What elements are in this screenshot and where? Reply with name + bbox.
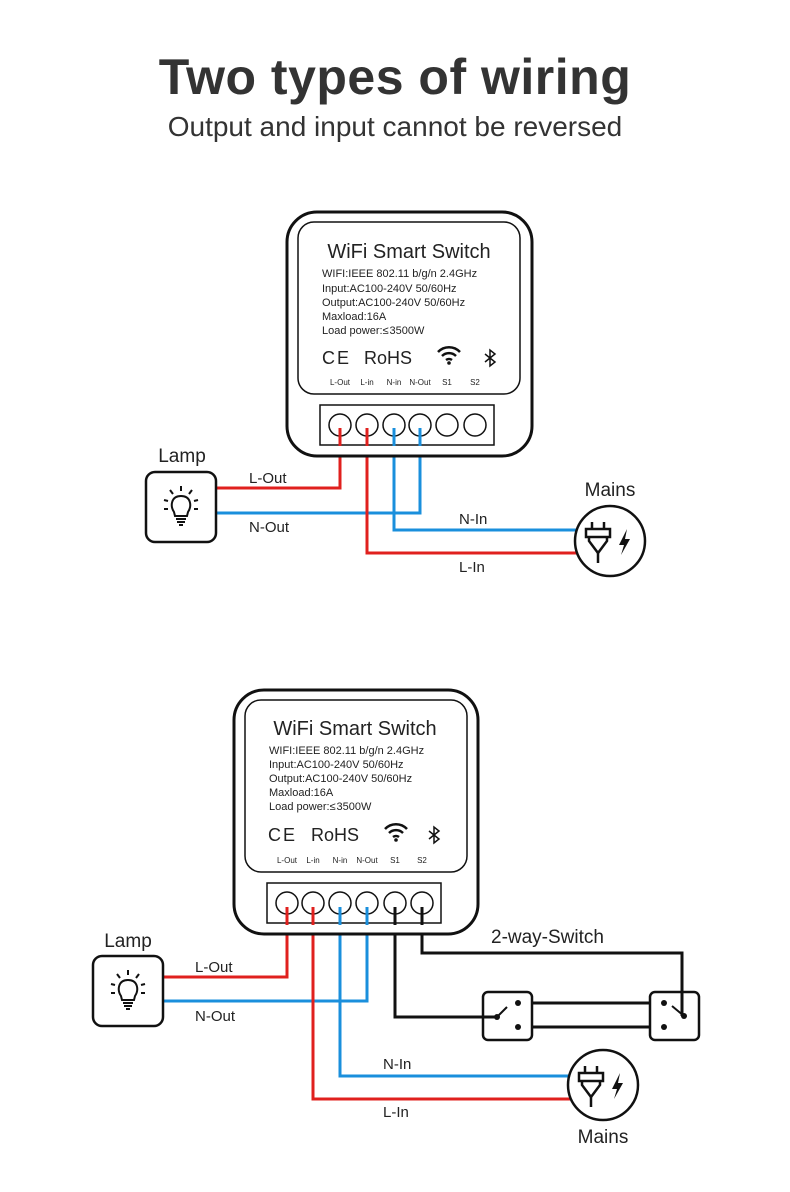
wire-s1 [393,907,497,1019]
spec-line: Load power:≤ 3500W [322,325,425,337]
wire-n-in [338,907,569,1078]
lamp-icon [144,470,218,544]
terminal-label: L-Out [277,856,298,865]
terminal-label: L-in [360,378,373,387]
terminals [328,413,487,437]
two-way-switch-right-icon [648,990,701,1042]
lamp-label: Lamp [158,446,206,467]
device-name: WiFi Smart Switch [273,718,436,740]
wire-n-in [392,428,576,532]
terminal-label: L-Out [330,378,351,387]
wifi-icon [384,822,408,842]
wire-label-n-out: N-Out [195,1008,236,1025]
terminal-label: S2 [470,378,480,387]
terminal-s2 [463,413,487,437]
smart-switch-device-2: WiFi Smart Switch WIFI:IEEE 802.11 b/g/n… [232,688,480,936]
diagram-1: WiFi Smart Switch WIFI:IEEE 802.11 b/g/n… [144,210,647,578]
bluetooth-icon [428,825,441,845]
terminal-label: S1 [390,856,400,865]
mains-label: Mains [585,480,636,501]
spec-line: Input:AC100-240V 50/60Hz [269,759,404,771]
wire-label-l-out: L-Out [249,470,287,487]
device-name: WiFi Smart Switch [327,241,490,263]
spec-line: Input:AC100-240V 50/60Hz [322,283,457,295]
mains-plug-icon [566,1048,640,1122]
spec-line: WIFI:IEEE 802.11 b/g/n 2.4GHz [269,745,424,757]
spec-line: Maxload:16A [269,787,334,799]
device-label-panel [244,699,468,873]
page-subtitle: Output and input cannot be reversed [167,111,623,142]
wire-l-in [311,907,572,1101]
ce-mark-icon: CE [268,825,297,845]
spec-line: Output:AC100-240V 50/60Hz [322,297,465,309]
terminal-label: S1 [442,378,452,387]
mains-label: Mains [578,1127,629,1148]
terminal-label: N-Out [409,378,431,387]
page-title: Two types of wiring [158,49,632,105]
wire-l-in [365,428,578,555]
diagram-2: WiFi Smart Switch WIFI:IEEE 802.11 b/g/n… [91,688,701,1148]
wire-label-n-out: N-Out [249,519,290,536]
device-label-panel [297,221,521,395]
spec-line: WIFI:IEEE 802.11 b/g/n 2.4GHz [322,268,477,280]
spec-line: Output:AC100-240V 50/60Hz [269,773,412,785]
two-way-switch-left-icon [481,990,534,1042]
lamp-label: Lamp [104,931,152,952]
bluetooth-icon [484,348,497,368]
terminal-label: N-Out [356,856,378,865]
terminal-labels: L-Out L-in N-in N-Out S1 S2 [277,856,427,865]
wire-n-out [162,907,369,1003]
wire-label-l-in: L-In [459,559,485,576]
smart-switch-device-1: WiFi Smart Switch WIFI:IEEE 802.11 b/g/n… [285,210,534,458]
terminal-label: N-in [333,856,348,865]
wire-label-n-in: N-In [459,511,487,528]
wire-label-n-in: N-In [383,1056,411,1073]
ce-mark-icon: CE [322,348,351,368]
spec-line: Maxload:16A [322,311,387,323]
rohs-mark: RoHS [311,825,359,845]
mains-plug-icon [573,504,647,578]
spec-line: Load power:≤ 3500W [269,801,372,813]
terminal-label: N-in [387,378,402,387]
lamp-icon [91,954,165,1028]
two-way-switch-label: 2-way-Switch [491,927,604,948]
terminal-label: S2 [417,856,427,865]
wire-label-l-out: L-Out [195,959,233,976]
terminal-s1 [435,413,459,437]
wire-label-l-in: L-In [383,1104,409,1121]
rohs-mark: RoHS [364,348,412,368]
terminal-label: L-in [306,856,319,865]
wifi-icon [437,345,461,365]
terminal-labels: L-Out L-in N-in N-Out S1 S2 [330,378,480,387]
